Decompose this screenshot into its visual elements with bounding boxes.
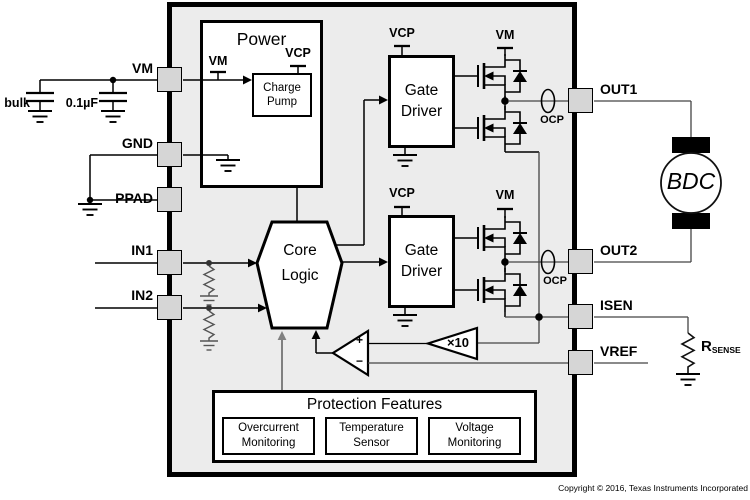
comparator-minus-label: −: [356, 354, 364, 368]
bdc-motor: [660, 137, 722, 229]
hs-mosfet-1: [476, 52, 529, 100]
gate-driver-2-block: Gate Driver: [388, 215, 455, 308]
hs-mosfet-2: [476, 214, 529, 262]
out1-pin-label: OUT1: [600, 81, 638, 97]
pin-gnd: [157, 142, 182, 167]
vcp-rail-label-gd2: VCP: [389, 186, 415, 200]
gate-driver-1-rails: [394, 44, 539, 155]
pin-ppad: [157, 187, 182, 212]
vm-rail-label-hb2: VM: [495, 188, 515, 202]
voltage-label-line2: Monitoring: [447, 437, 502, 449]
power-title: Power: [236, 29, 287, 49]
gate-driver-2-label-line1: Gate: [404, 241, 439, 259]
charge-pump-label-line1: Charge: [263, 81, 301, 94]
core-to-driver-wires: [335, 95, 388, 267]
core-logic-hexagon: [255, 220, 344, 330]
pin-out1: [568, 88, 593, 113]
current-sense-amp-comparator: [311, 326, 568, 377]
pin-vm: [157, 67, 182, 92]
temperature-sensor-block: Temperature Sensor: [325, 417, 418, 455]
in2-pulldown-resistor: [202, 310, 216, 341]
gate-driver-2-label-line2: Driver: [400, 262, 443, 280]
isen-pin-label: ISEN: [600, 297, 633, 313]
protection-title: Protection Features: [306, 396, 443, 413]
vm-rail-label-hb1: VM: [495, 28, 515, 42]
rsense-label: RSENSE: [701, 338, 741, 356]
gnd-pin-label: GND: [121, 135, 153, 151]
ocp-label-2: OCP: [543, 275, 567, 287]
temperature-label-line1: Temperature: [339, 422, 404, 435]
pin-in2: [157, 295, 182, 320]
pin-out2: [568, 249, 593, 274]
charge-pump-label-line2: Pump: [266, 96, 298, 108]
gate-driver-1-label-line1: Gate: [404, 81, 439, 99]
ocp-sense-loop-1: [540, 88, 556, 114]
core-logic-label-line1: Core: [283, 242, 317, 259]
ocp-label-1: OCP: [540, 114, 564, 126]
in1-pulldown-resistor: [202, 265, 216, 296]
x10-gain-label: ×10: [446, 335, 470, 350]
pin-vref: [568, 350, 593, 375]
voltage-label-line1: Voltage: [455, 422, 494, 435]
temperature-label-line2: Sensor: [353, 437, 390, 449]
vref-pin-label: VREF: [600, 343, 638, 359]
motor-brush-top: [672, 137, 710, 153]
overcurrent-label-line1: Overcurrent: [238, 422, 299, 435]
charge-pump-block: Charge Pump: [252, 73, 312, 117]
pin-in1: [157, 250, 182, 275]
comparator-plus-label: +: [356, 333, 364, 347]
in2-pin-label: IN2: [131, 287, 153, 303]
input-ext-wires: [95, 262, 157, 309]
copyright-text: Copyright © 2016, Texas Instruments Inco…: [558, 483, 748, 493]
input-nets: [183, 258, 267, 341]
vcp-rail-label-gd1: VCP: [389, 26, 415, 40]
gnd-ppad-tie: [86, 154, 157, 204]
ocp-sense-loop-2: [540, 249, 556, 275]
out2-pin-label: OUT2: [600, 242, 638, 258]
ppad-pin-label: PPAD: [115, 190, 153, 206]
vm-pin-label: VM: [132, 60, 153, 76]
rsense-label-main: R: [701, 338, 712, 355]
vm-power-net: [183, 64, 306, 222]
bypass-cap-label: 0.1µF: [65, 96, 98, 110]
motor-body: [660, 152, 722, 214]
vm-rail-label-power: VM: [208, 54, 228, 68]
motor-brush-bottom: [672, 213, 710, 229]
bulk-cap-label: bulk: [4, 96, 30, 110]
voltage-monitoring-block: Voltage Monitoring: [428, 417, 521, 455]
external-right-wires: [594, 100, 692, 364]
bdc-motor-label: BDC: [666, 168, 716, 194]
isen-net: [477, 152, 568, 344]
gate-driver-2-rails: [394, 205, 513, 317]
vm-bulk-caps: [26, 76, 157, 111]
overcurrent-label-line2: Monitoring: [241, 437, 296, 449]
x10-amplifier: [424, 326, 479, 361]
rsense-resistor: [680, 332, 696, 374]
gate-driver-1-label-line2: Driver: [400, 102, 443, 120]
rsense-label-sub: SENSE: [711, 345, 741, 355]
in1-pin-label: IN1: [131, 242, 153, 258]
gate-driver-1-block: Gate Driver: [388, 55, 455, 148]
overcurrent-monitoring-block: Overcurrent Monitoring: [222, 417, 315, 455]
comparator: [330, 329, 370, 377]
protection-to-core-arrow: [277, 331, 287, 390]
vcp-rail-label-power: VCP: [285, 46, 311, 60]
core-logic-label-line2: Logic: [281, 266, 319, 284]
core-logic-label: Core Logic: [257, 239, 343, 289]
ls-mosfet-1: [476, 104, 529, 152]
pin-isen: [568, 304, 593, 329]
ls-mosfet-2: [476, 266, 529, 314]
